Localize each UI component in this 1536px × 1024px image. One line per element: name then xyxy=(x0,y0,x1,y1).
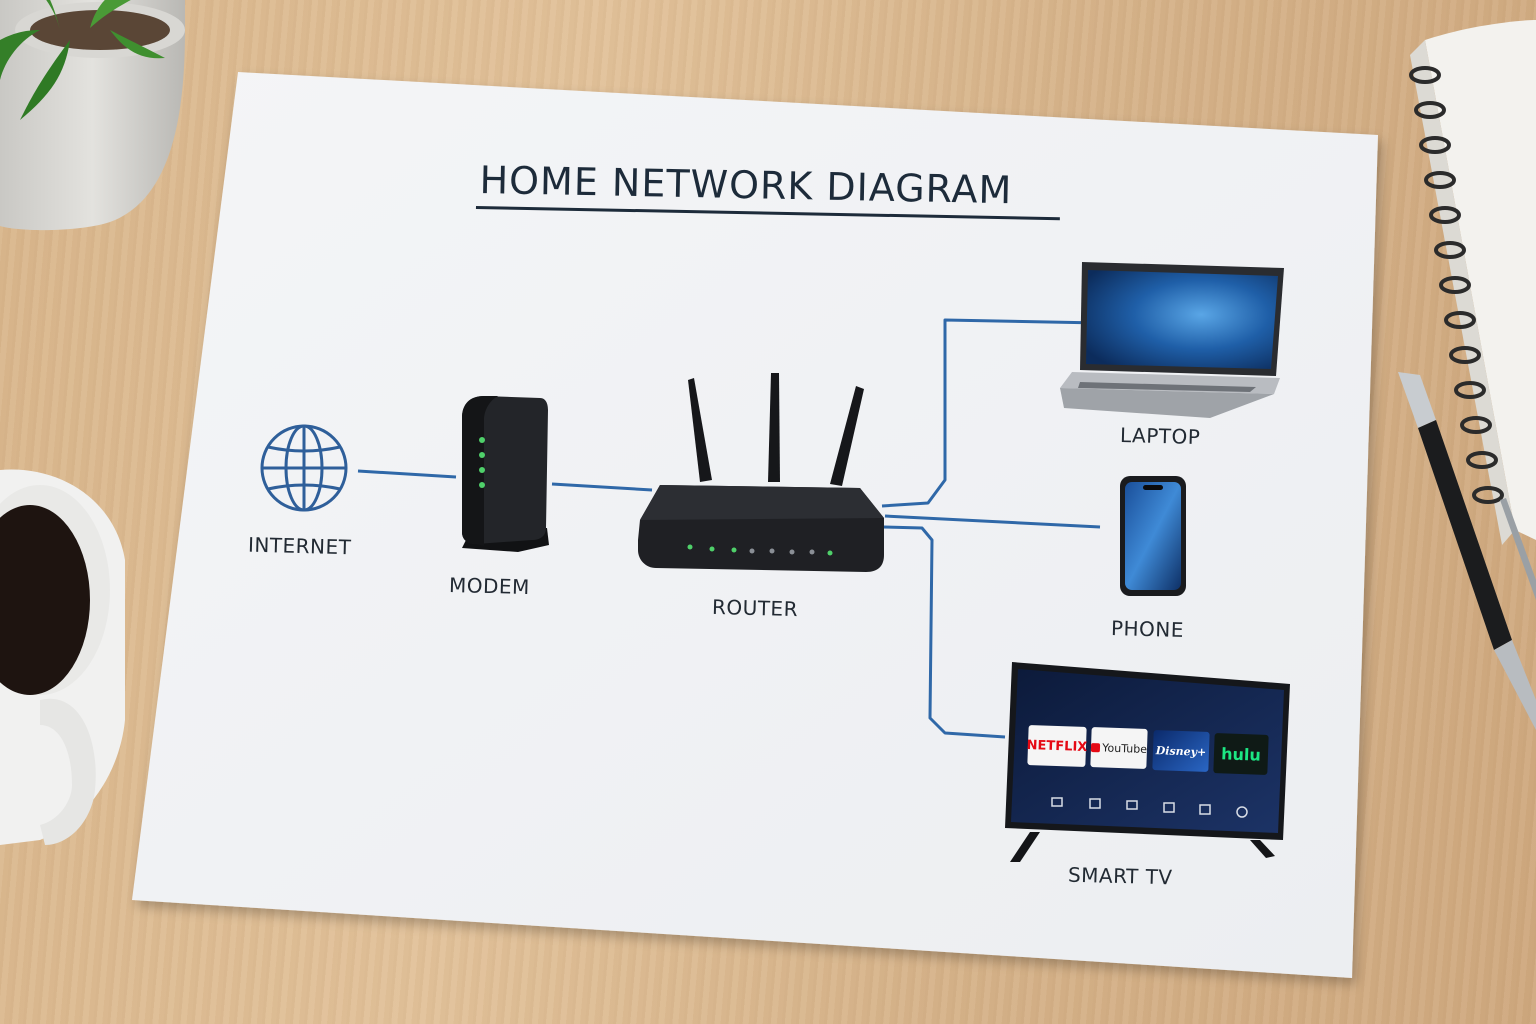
internet-modem-link xyxy=(357,469,457,479)
router-tv-link xyxy=(882,525,1006,739)
tv-app-hulu: hulu xyxy=(1213,733,1269,775)
modem-led-1 xyxy=(479,437,485,443)
pen xyxy=(1398,372,1536,730)
label-phone: PHONE xyxy=(1110,616,1185,642)
notebook-spiral-rings xyxy=(1409,66,1504,504)
label-internet: INTERNET xyxy=(247,532,352,560)
disney-label: Disney+ xyxy=(1155,743,1207,759)
youtube-play-icon xyxy=(1090,742,1101,752)
router-antenna-left xyxy=(688,378,712,482)
tv-stand-right xyxy=(1250,840,1275,858)
label-modem: MODEM xyxy=(448,572,531,600)
label-smart-tv: SMART TV xyxy=(1067,862,1173,890)
connection-lines xyxy=(357,318,1101,739)
label-router: ROUTER xyxy=(711,594,799,622)
router-antenna-right xyxy=(830,386,864,486)
modem-device xyxy=(462,396,549,552)
coffee-cup xyxy=(0,469,125,845)
router-laptop-link xyxy=(881,318,1101,508)
router-device xyxy=(638,373,884,572)
tv-app-netflix: NETFLIX xyxy=(1026,725,1088,767)
laptop-device xyxy=(1060,262,1284,418)
netflix-label: NETFLIX xyxy=(1026,737,1088,755)
modem-router-link xyxy=(551,482,653,492)
smart-tv-device xyxy=(1005,662,1290,862)
globe-icon xyxy=(260,424,348,512)
hulu-label: hulu xyxy=(1220,743,1262,765)
label-laptop: LAPTOP xyxy=(1119,422,1201,450)
youtube-label: YouTube xyxy=(1102,740,1148,756)
tv-stand-left xyxy=(1010,832,1040,862)
router-phone-link xyxy=(884,514,1101,529)
phone-device xyxy=(1120,476,1186,596)
plant-pot xyxy=(0,0,185,231)
modem-led-3 xyxy=(479,467,485,473)
modem-led-4 xyxy=(479,482,485,488)
router-antenna-center xyxy=(768,373,780,482)
tv-app-disney: Disney+ xyxy=(1152,730,1210,772)
tv-app-youtube: YouTube xyxy=(1090,727,1148,769)
modem-led-2 xyxy=(479,452,485,458)
